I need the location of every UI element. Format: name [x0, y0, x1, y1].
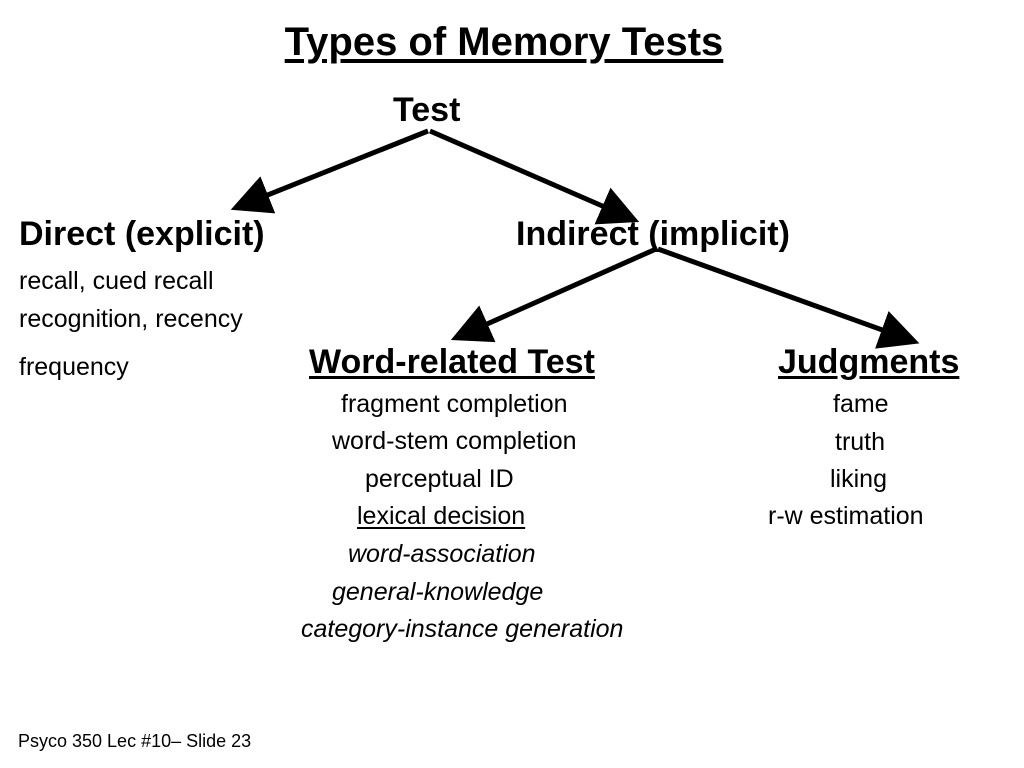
arrow-test-to-direct [230, 128, 429, 214]
list-item: fame [833, 390, 889, 418]
arrow-indirect-to-word [450, 246, 658, 343]
list-item: r-w estimation [768, 502, 924, 530]
list-item: word-association [348, 540, 536, 568]
node-word-related-heading: Word-related Test [309, 343, 595, 381]
list-item: truth [835, 428, 886, 456]
list-item: general-knowledge [332, 578, 544, 606]
list-item: liking [830, 465, 887, 493]
list-item: lexical decision [357, 502, 526, 530]
arrow-test-to-indirect [429, 128, 640, 225]
list-item: fragment completion [341, 390, 568, 418]
slide-title: Types of Memory Tests [284, 20, 724, 64]
list-item: recognition, recency [19, 305, 243, 333]
arrow-indirect-to-judgments [657, 246, 920, 349]
node-judgments-heading: Judgments [778, 343, 960, 381]
slide-footer: Psyco 350 Lec #10– Slide 23 [18, 731, 252, 751]
list-item: perceptual ID [365, 465, 514, 493]
node-direct-heading: Direct (explicit) [19, 215, 265, 253]
list-item: category-instance generation [301, 615, 624, 643]
list-item: word-stem completion [332, 427, 577, 455]
node-indirect-heading: Indirect (implicit) [516, 215, 790, 253]
node-test: Test [393, 91, 461, 129]
list-item: frequency [19, 353, 129, 381]
direct-test-list: recall, cued recall recognition, recency… [19, 262, 243, 386]
list-item: recall, cued recall [19, 267, 214, 295]
